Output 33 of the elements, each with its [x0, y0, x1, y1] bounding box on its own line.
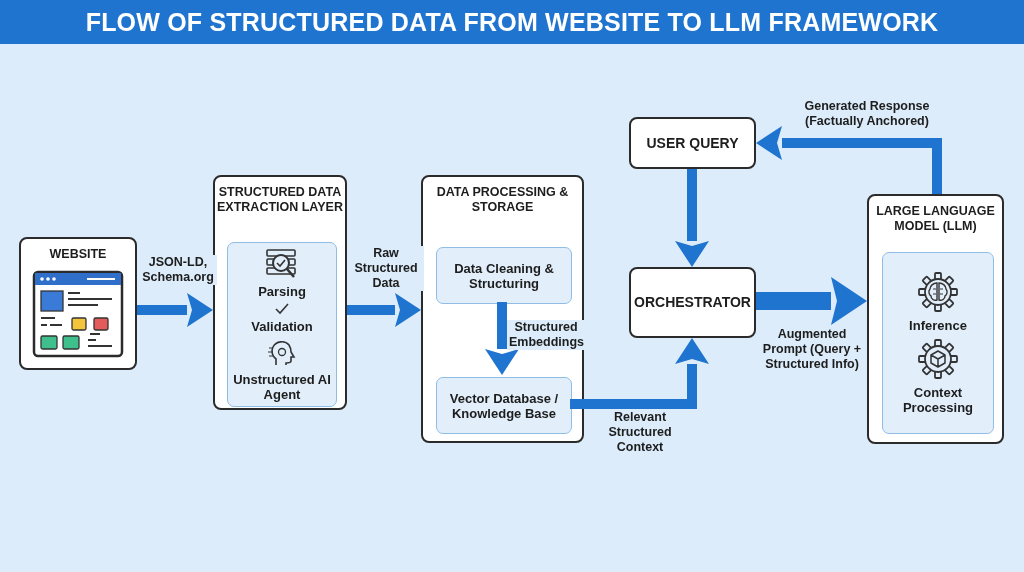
box-label: Data Cleaning & Structuring	[453, 260, 555, 291]
arrow	[756, 126, 942, 194]
group-box	[19, 237, 137, 370]
edge-label: Structured Embeddings	[507, 320, 585, 350]
arrow	[756, 277, 867, 325]
title: FLOW OF STRUCTURED DATA FROM WEBSITE TO LLM FRAMEWORK	[85, 7, 939, 37]
box-label: Inference	[909, 317, 967, 333]
inner-panel	[882, 252, 994, 434]
process-box	[629, 267, 756, 338]
arrow	[570, 338, 709, 409]
inner-panel	[227, 242, 337, 407]
box-heading: LARGE LANGUAGE MODEL (LLM)	[875, 204, 996, 234]
box-label: Validation	[251, 318, 313, 334]
process-box	[629, 117, 756, 169]
arrow	[347, 293, 421, 327]
arrow	[675, 169, 709, 267]
box-label: Unstructured AI Agent	[232, 371, 332, 402]
process-box	[436, 247, 572, 304]
box-heading: WEBSITE	[48, 247, 108, 262]
box-label: USER QUERY	[646, 135, 739, 151]
arrow	[137, 293, 213, 327]
box-label: Vector Database / Knowledge Base	[448, 390, 560, 421]
arrow	[485, 302, 519, 375]
group-box	[867, 194, 1004, 444]
box-label: Parsing	[258, 283, 306, 299]
box-heading: DATA PROCESSING & STORAGE	[435, 185, 570, 215]
process-box	[436, 377, 572, 434]
group-box	[213, 175, 347, 410]
group-box	[421, 175, 584, 443]
box-label: ORCHESTRATOR	[634, 295, 751, 310]
box-heading: STRUCTURED DATA EXTRACTION LAYER	[216, 185, 344, 215]
box-label: Context Processing	[901, 384, 975, 415]
edge-label: JSON-LD, Schema.org	[139, 255, 217, 285]
